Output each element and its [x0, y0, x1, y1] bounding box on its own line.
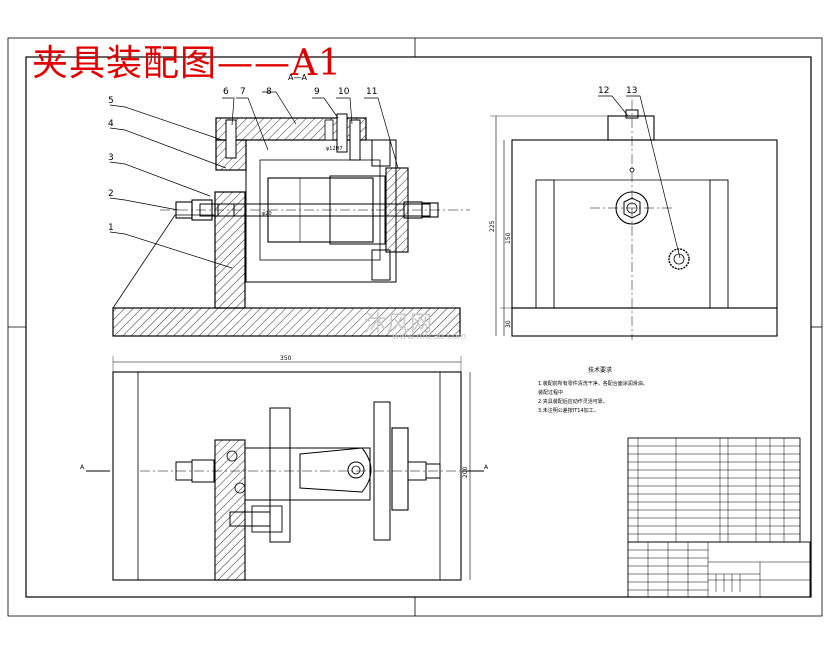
dim-side-base: 30: [505, 320, 512, 328]
callout-10: 10: [338, 87, 350, 97]
bom-table: [627, 437, 811, 598]
support-block: [214, 191, 246, 309]
callout-7: 7: [240, 87, 246, 97]
callout-5: 5: [108, 96, 114, 106]
base-plate: [112, 307, 461, 337]
watermark-url: www.mfcad.com: [392, 332, 467, 342]
dim-side-inner: 150: [505, 232, 512, 244]
dim-top-width: 350: [280, 355, 292, 362]
note-line-1: 1.装配前所有零件清洗干净，各配合面涂润滑油。: [538, 381, 648, 387]
callout-6: 6: [223, 87, 229, 97]
frame-centering-marks: [8, 38, 822, 616]
note-line-3: 2.夹具装配后应动作灵活可靠。: [538, 399, 608, 405]
svg-text:φ20: φ20: [262, 211, 272, 217]
svg-text:φ12H7: φ12H7: [326, 146, 343, 152]
top-view: 350 200 A A: [80, 355, 489, 581]
section-mark-right: A: [484, 464, 489, 471]
notes-title: 技术要求: [588, 367, 613, 374]
callout-4: 4: [108, 119, 114, 129]
callout-8: 8: [266, 87, 272, 97]
callout-1: 1: [108, 223, 114, 233]
watermark-text: 沐风网: [364, 312, 434, 337]
callout-9: 9: [314, 87, 320, 97]
section-mark-left: A: [80, 464, 85, 471]
section-view-a-a: φ20 φ12H7 A—A: [112, 73, 470, 337]
note-line-2: 装配过程中: [538, 390, 564, 396]
note-line-4: 3.未注明公差按IT14加工。: [538, 408, 599, 414]
dim-right-height: 200: [462, 466, 469, 478]
callout-3: 3: [108, 153, 114, 163]
callout-11: 11: [366, 87, 377, 97]
side-view: 225 150 30: [489, 100, 778, 340]
callout-leaders: [109, 91, 681, 269]
callout-numbers: 5 4 3 2 1 6 7 8 9 10 11 12 13: [108, 86, 637, 233]
section-label: A—A: [288, 73, 307, 82]
dim-side-outer: 225: [489, 220, 496, 232]
drawing-title: 夹具装配图——A1: [32, 43, 342, 84]
callout-12: 12: [598, 86, 609, 96]
callout-13: 13: [626, 86, 637, 96]
callout-2: 2: [108, 189, 114, 199]
